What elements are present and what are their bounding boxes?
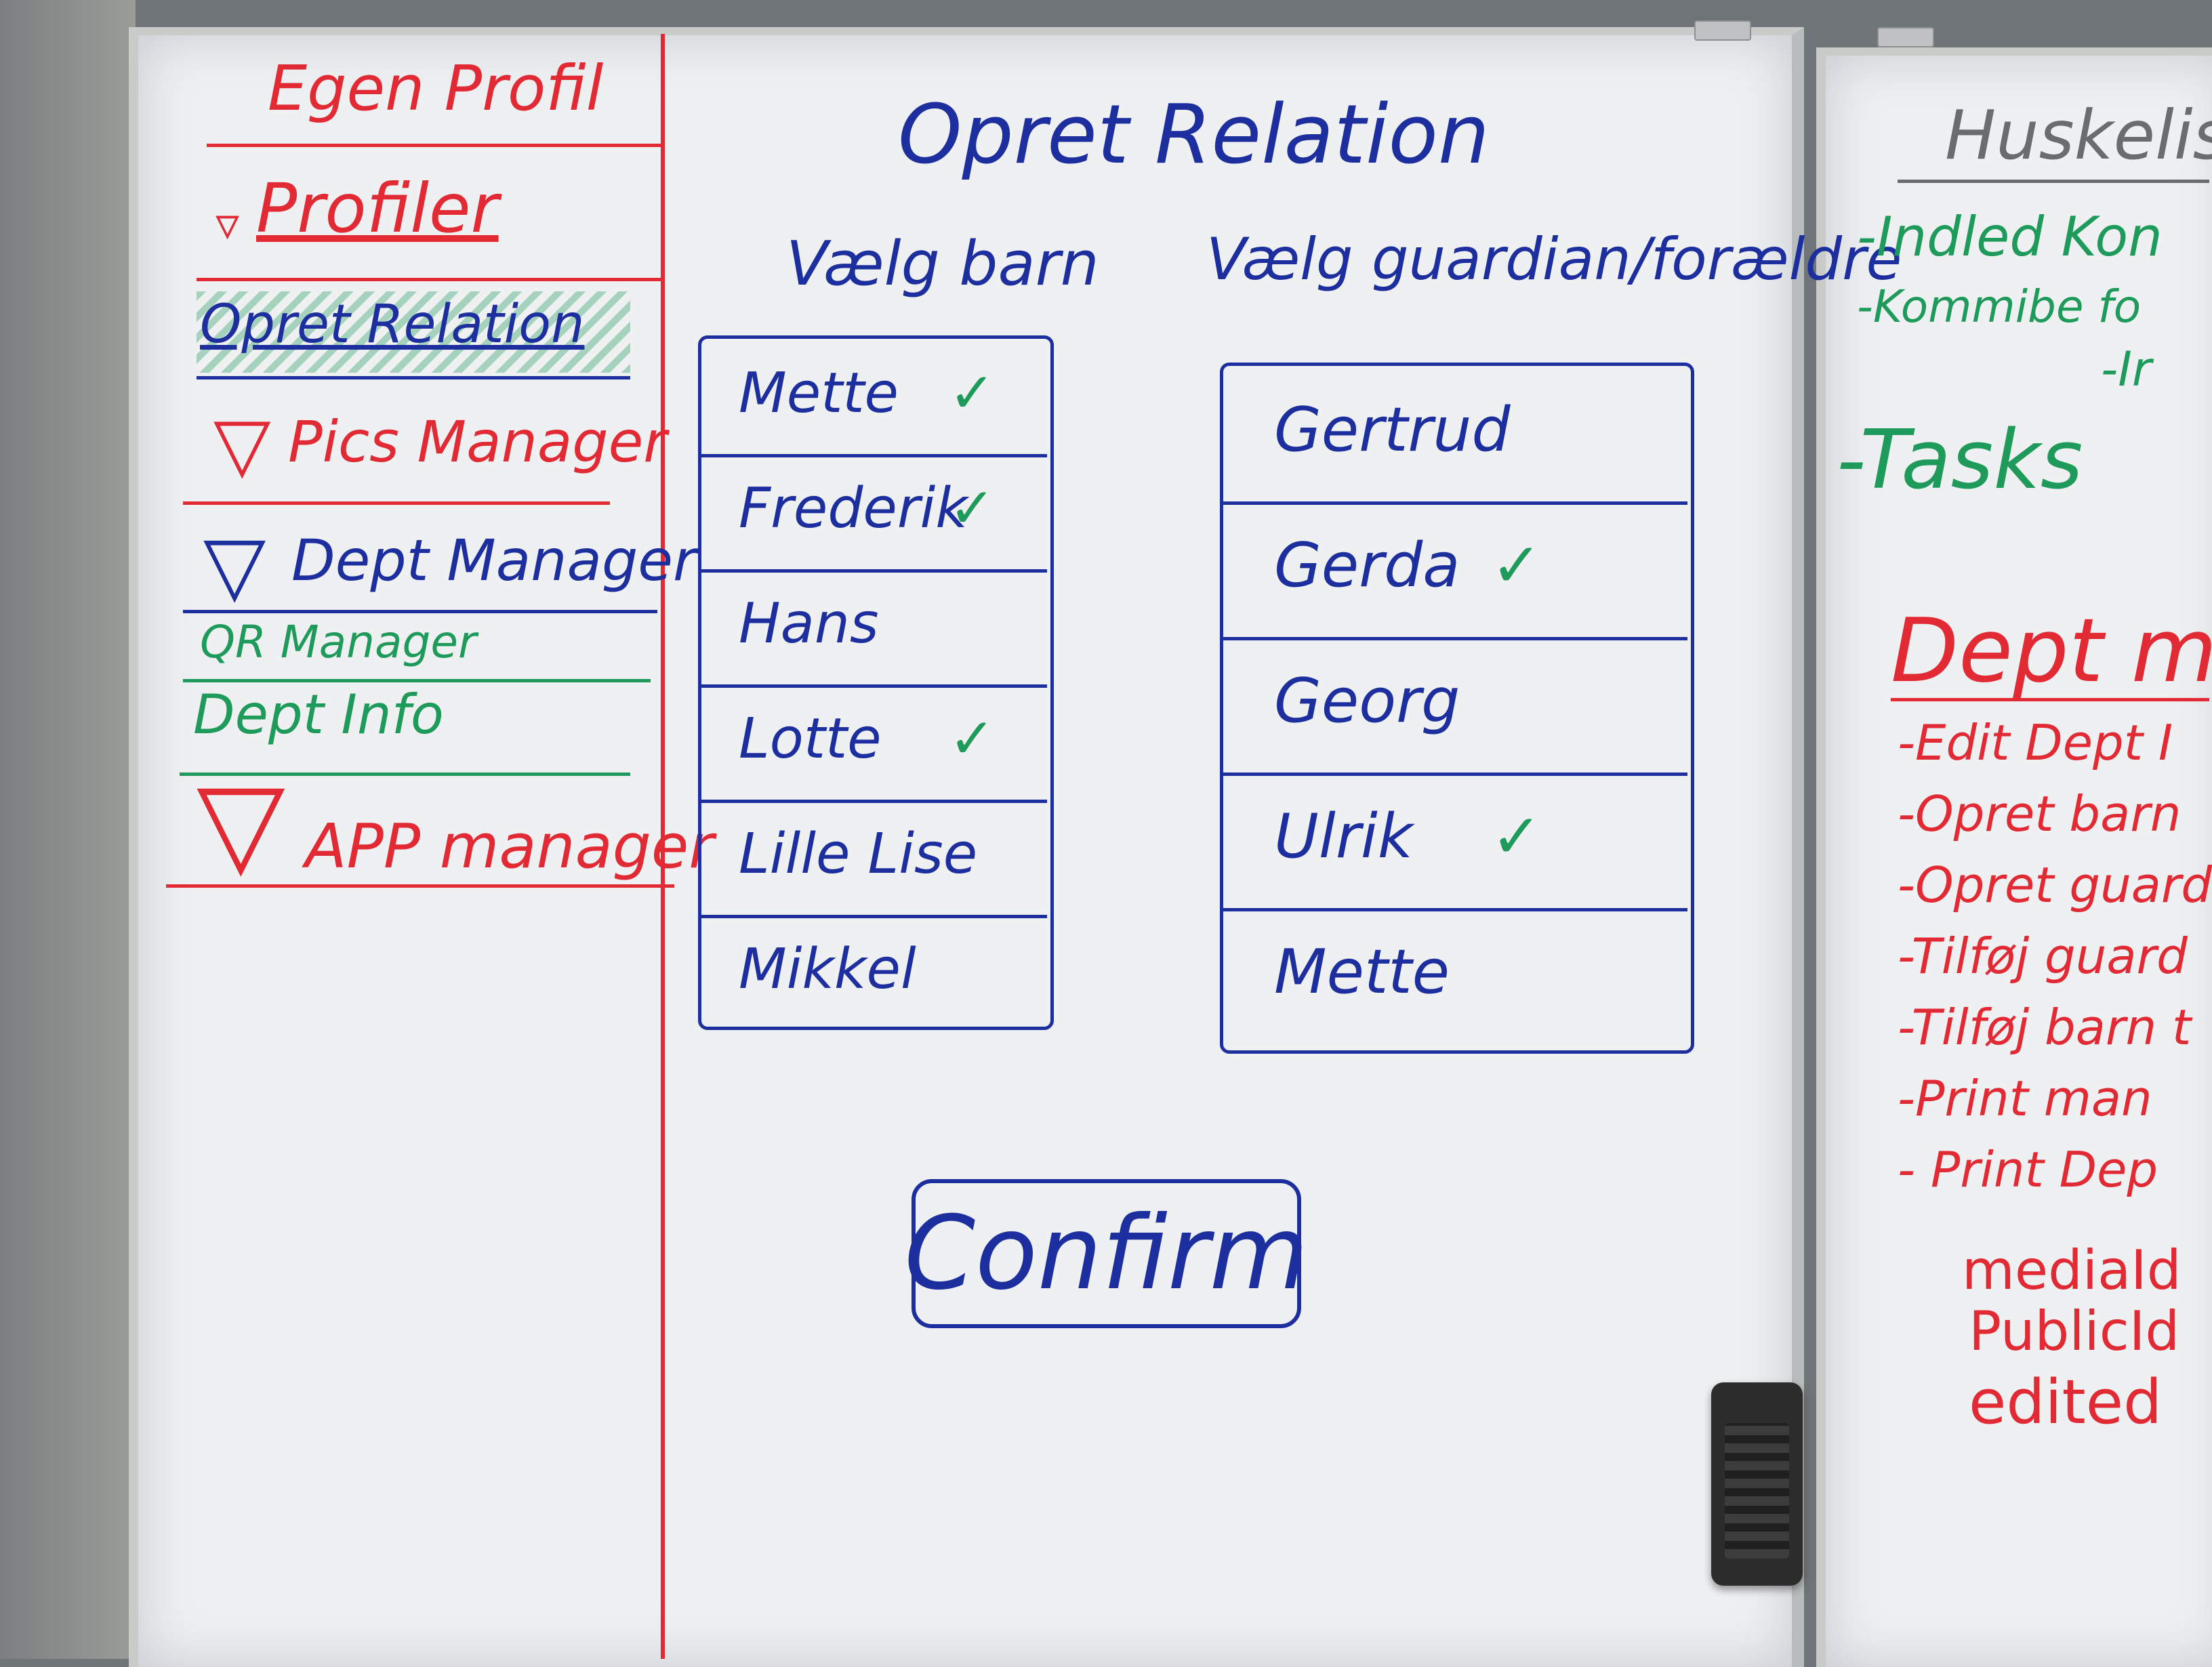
list-item-name[interactable]: Gerda — [1274, 530, 1460, 601]
confirm-button[interactable]: Confirm — [904, 1179, 1309, 1328]
list-item-name[interactable]: Mette — [1274, 937, 1450, 1008]
note-green: -Tasks — [1837, 413, 2083, 508]
selected-highlight — [197, 291, 630, 373]
divider — [1898, 180, 2209, 183]
check-icon: ✓ — [949, 361, 996, 426]
row-divider — [1220, 501, 1687, 505]
note-red: -Tilføj barn t — [1898, 999, 2192, 1056]
note-red: -Opret guard — [1898, 857, 2212, 913]
guardians-heading: Vælg guardian/forældre — [1206, 226, 1902, 293]
triangle-icon[interactable]: ▿ — [216, 196, 240, 251]
page-title: Opret Relation — [898, 88, 1490, 182]
sidebar-item-pics-manager[interactable]: Pics Manager — [288, 409, 667, 475]
note-red: edited — [1969, 1367, 2163, 1438]
note-green: -Kommibe fo — [1857, 281, 2142, 333]
note-green: -Indled Kon — [1857, 205, 2163, 268]
note-red: -Print man — [1898, 1070, 2152, 1127]
row-divider — [1220, 773, 1687, 776]
sidebar-divider — [661, 34, 665, 1659]
check-icon: ✓ — [1491, 801, 1542, 872]
list-item-name[interactable]: Frederik — [739, 476, 968, 541]
divider — [180, 773, 630, 776]
sidebar-item-profiler[interactable]: Profiler — [256, 169, 499, 248]
note-red: mediaId — [1962, 1239, 2182, 1302]
divider — [197, 376, 630, 379]
divider — [1891, 698, 2209, 701]
triangle-icon[interactable]: ▽ — [203, 518, 266, 613]
board-clip — [1877, 27, 1934, 47]
divider — [166, 884, 674, 888]
right-board-title: Huskeliste — [1945, 96, 2212, 175]
whiteboard-main — [129, 27, 1804, 1667]
check-icon: ✓ — [949, 476, 996, 541]
divider — [183, 610, 657, 613]
note-red: -Opret barn — [1898, 785, 2182, 842]
list-item-name[interactable]: Mette — [739, 361, 899, 426]
note-green: -Ir — [2101, 342, 2152, 397]
row-divider — [1220, 908, 1687, 911]
note-red: - Print Dep — [1898, 1141, 2158, 1198]
sidebar-item-opret-relation[interactable]: Opret Relation — [200, 294, 585, 355]
divider — [207, 144, 661, 147]
children-heading: Vælg barn — [786, 228, 1099, 300]
check-icon: ✓ — [1491, 530, 1542, 601]
row-divider — [698, 684, 1047, 688]
divider — [183, 501, 610, 505]
children-list — [698, 335, 1054, 1030]
sidebar-item-app-manager[interactable]: APP manager — [305, 811, 714, 882]
note-red: -Edit Dept I — [1898, 714, 2173, 771]
sidebar-item-qr-manager[interactable]: QR Manager — [200, 616, 477, 668]
list-item-name[interactable]: Gertrud — [1274, 394, 1511, 466]
list-item-name[interactable]: Georg — [1274, 665, 1460, 737]
wall — [0, 0, 136, 1659]
board-clip — [1694, 20, 1751, 41]
row-divider — [698, 915, 1047, 918]
note-red: -Tilføj guard — [1898, 928, 2188, 985]
list-item-name[interactable]: Mikkel — [739, 937, 916, 1002]
list-item-name[interactable]: Hans — [739, 592, 879, 656]
sidebar-item-dept-manager[interactable]: Dept Manager — [291, 527, 697, 594]
triangle-icon[interactable]: ▽ — [213, 400, 271, 487]
list-item-name[interactable]: Lille Lise — [739, 822, 978, 886]
row-divider — [1220, 637, 1687, 640]
guardians-list — [1220, 363, 1694, 1054]
check-icon: ✓ — [949, 707, 996, 771]
sidebar-item-dept-info[interactable]: Dept Info — [193, 683, 444, 746]
triangle-icon[interactable]: ▽ — [197, 756, 285, 890]
sidebar-item-egen-profil[interactable]: Egen Profil — [268, 52, 604, 125]
row-divider — [698, 800, 1047, 803]
eraser — [1711, 1382, 1803, 1586]
list-item-name[interactable]: Lotte — [739, 707, 882, 771]
divider — [183, 679, 651, 682]
divider — [197, 278, 661, 281]
whiteboard-right — [1816, 47, 2212, 1667]
list-item-name[interactable]: Ulrik — [1274, 801, 1414, 872]
note-red: PublicId — [1969, 1300, 2180, 1363]
row-divider — [698, 454, 1047, 457]
note-red-heading: Dept ma — [1891, 599, 2212, 702]
row-divider — [698, 569, 1047, 573]
